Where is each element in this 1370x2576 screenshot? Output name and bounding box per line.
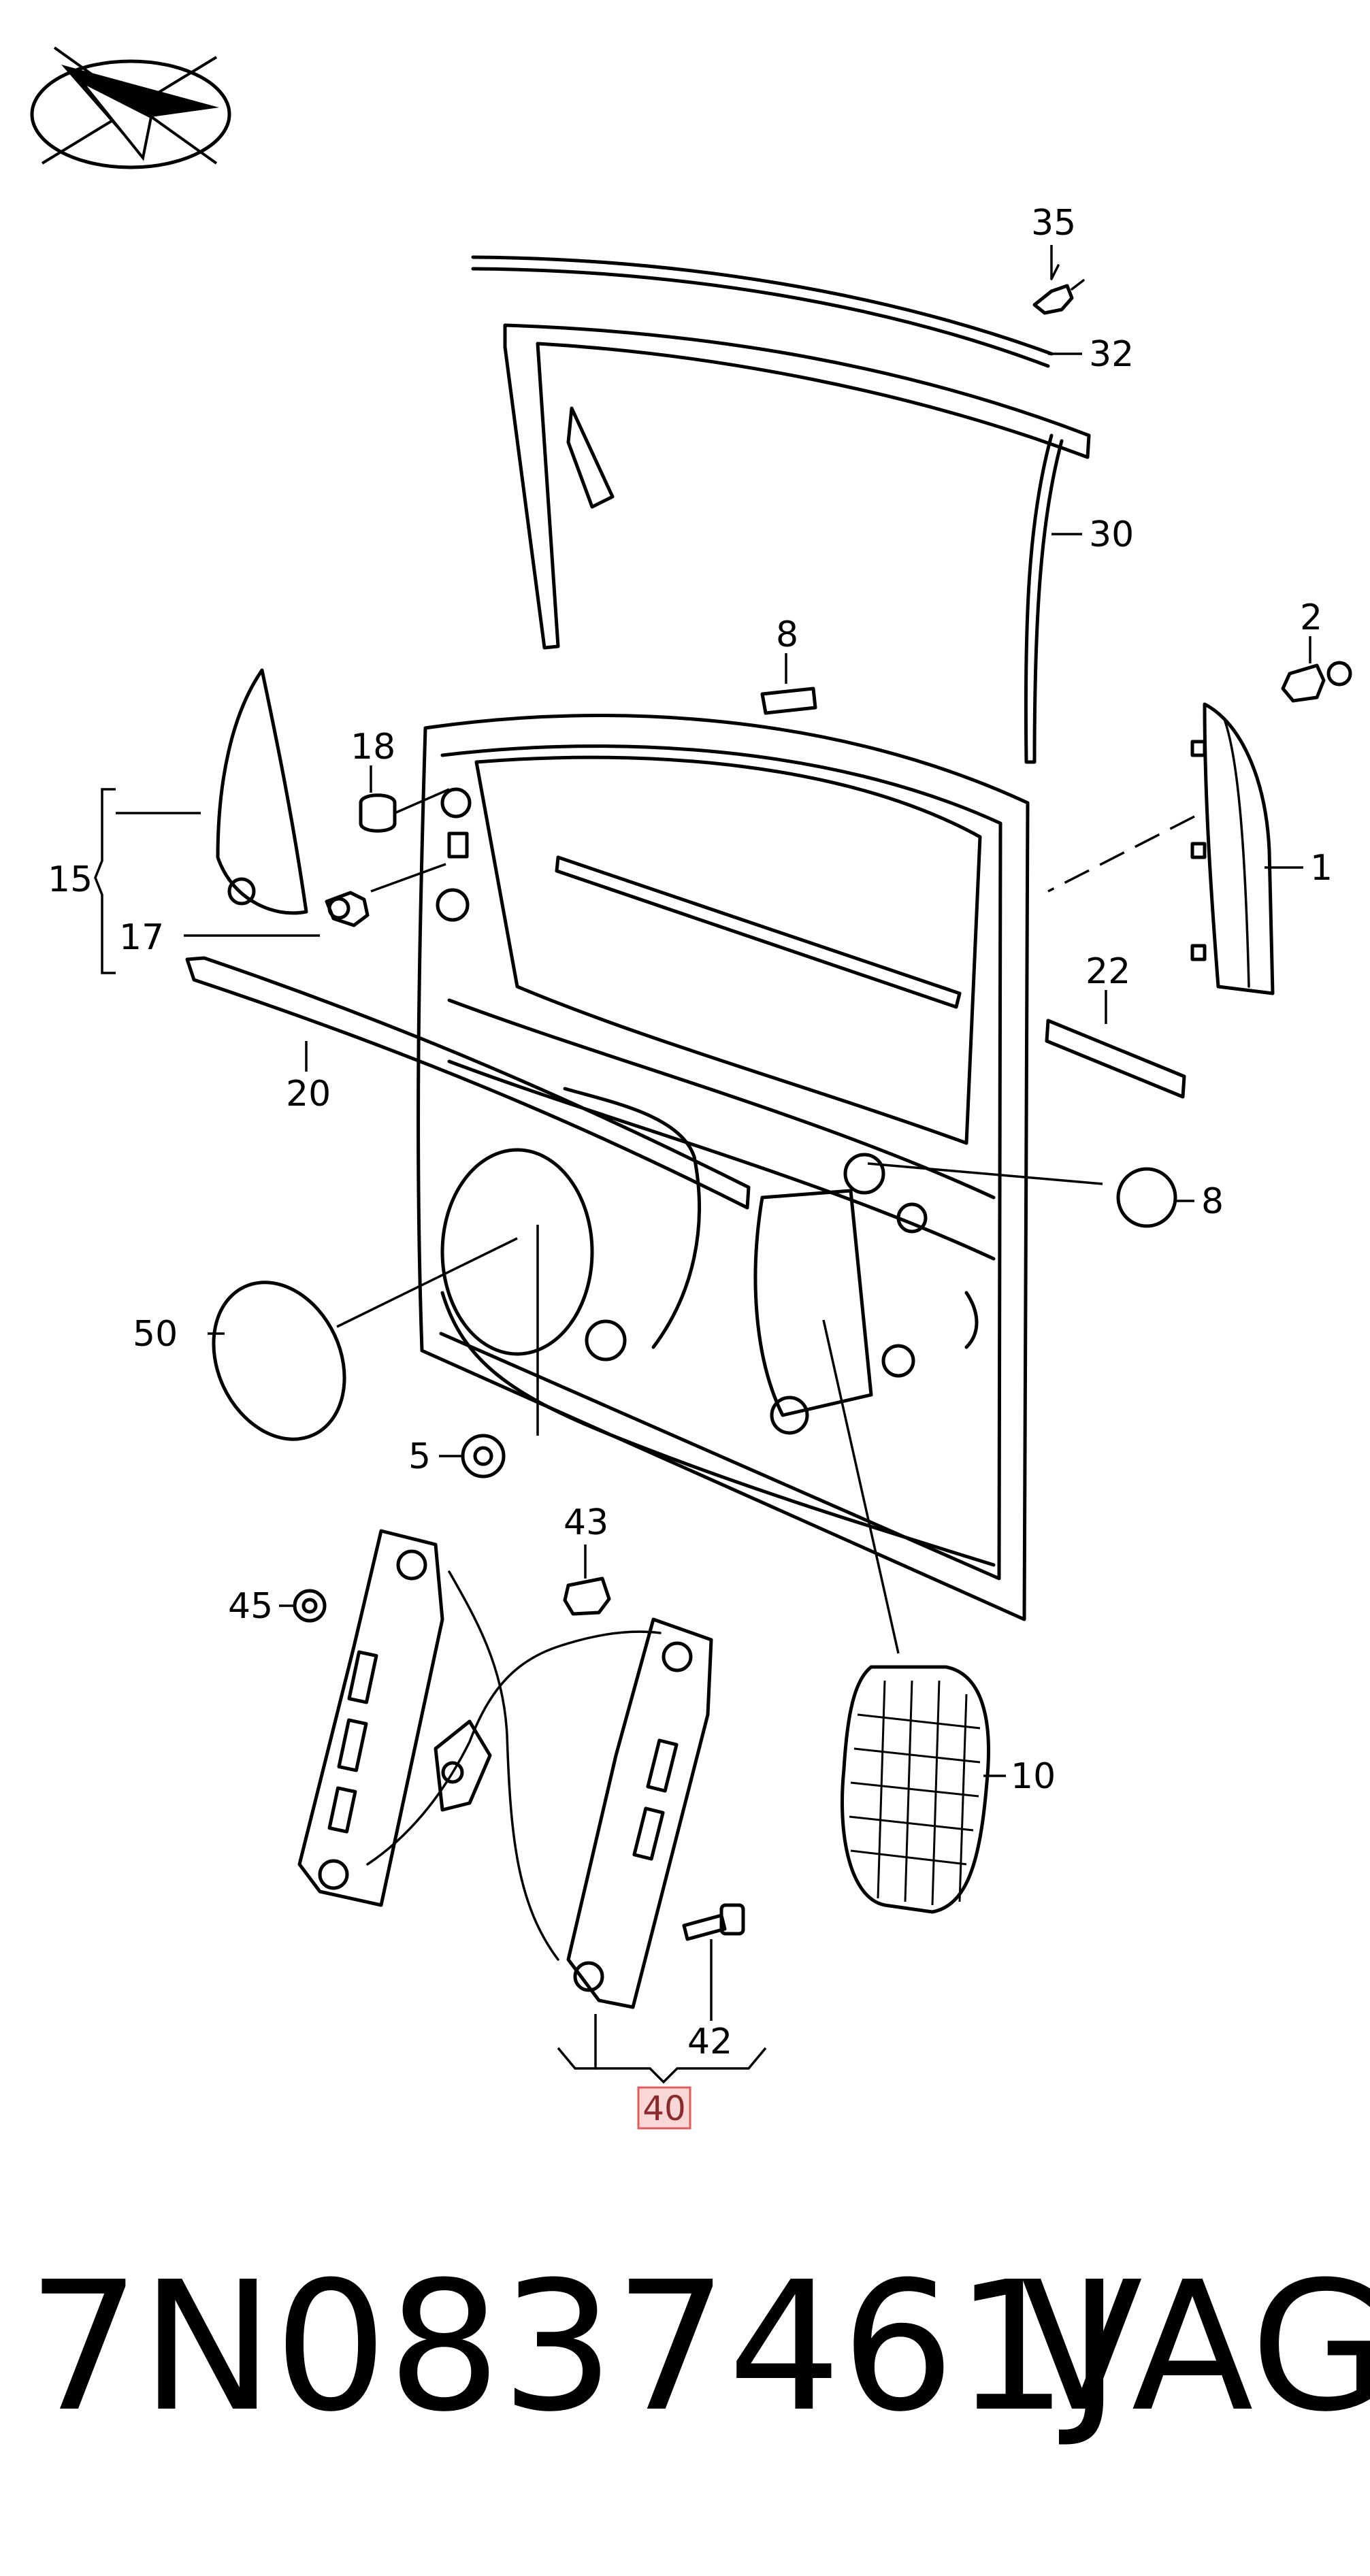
part-10-speaker-grille bbox=[841, 1665, 990, 1914]
footer-brand: VAG bbox=[1021, 2243, 1370, 2451]
part-5-grommet bbox=[461, 1434, 506, 1479]
part-30-window-run-channel bbox=[503, 323, 1091, 764]
callout-43: 43 bbox=[564, 1502, 608, 1543]
callout-10: 10 bbox=[1011, 1756, 1056, 1797]
callout-labels: 35 32 30 8 2 1 18 15 17 22 20 8 50 5 43 … bbox=[48, 203, 1333, 2062]
callout-40-highlight: 40 bbox=[637, 2086, 691, 2130]
callout-8-right: 8 bbox=[1201, 1181, 1224, 1222]
part-45-nut bbox=[293, 1589, 327, 1623]
callout-35: 35 bbox=[1031, 203, 1076, 244]
door-inner-panel bbox=[417, 714, 1030, 1621]
callout-5: 5 bbox=[408, 1436, 431, 1477]
part-2-clip bbox=[1281, 661, 1352, 703]
part-18-grommet bbox=[359, 793, 397, 833]
callout-30: 30 bbox=[1089, 514, 1134, 555]
callout-42: 42 bbox=[687, 2021, 732, 2062]
callout-50: 50 bbox=[133, 1314, 178, 1355]
callout-2: 2 bbox=[1300, 597, 1322, 638]
part-40-window-regulator bbox=[297, 1529, 713, 2009]
part-42-bolt bbox=[682, 1903, 745, 1941]
part-35-clip bbox=[1032, 264, 1085, 315]
part-22-window-seal-outer bbox=[1045, 1019, 1186, 1099]
callout-40: 40 bbox=[642, 2089, 686, 2128]
callout-1: 1 bbox=[1310, 848, 1333, 889]
part-50-cover bbox=[212, 1281, 346, 1441]
footer-part-number: 7N0837461J bbox=[27, 2243, 1121, 2451]
part-8-label-sticker bbox=[760, 687, 817, 715]
callout-32: 32 bbox=[1089, 334, 1134, 375]
callout-45: 45 bbox=[228, 1586, 273, 1627]
callout-20: 20 bbox=[286, 1074, 331, 1114]
callout-8-top: 8 bbox=[776, 614, 798, 655]
leader-lines bbox=[94, 245, 1311, 2084]
part-8-plug bbox=[1116, 1167, 1177, 1228]
part-1-trim-strip bbox=[1190, 702, 1275, 995]
part-43-clip bbox=[563, 1576, 611, 1616]
part-15-triangle-trim bbox=[216, 668, 308, 915]
callout-18: 18 bbox=[350, 727, 395, 767]
callout-15: 15 bbox=[48, 859, 93, 900]
part-17-push-clip bbox=[325, 891, 370, 927]
paper-plane-logo-icon bbox=[30, 46, 231, 169]
callout-22: 22 bbox=[1086, 951, 1130, 992]
part-20-window-seal-inner bbox=[185, 956, 751, 1210]
part-32-outer-seal bbox=[471, 255, 1054, 368]
callout-17: 17 bbox=[119, 917, 164, 958]
callout-40-box bbox=[637, 2086, 691, 2130]
